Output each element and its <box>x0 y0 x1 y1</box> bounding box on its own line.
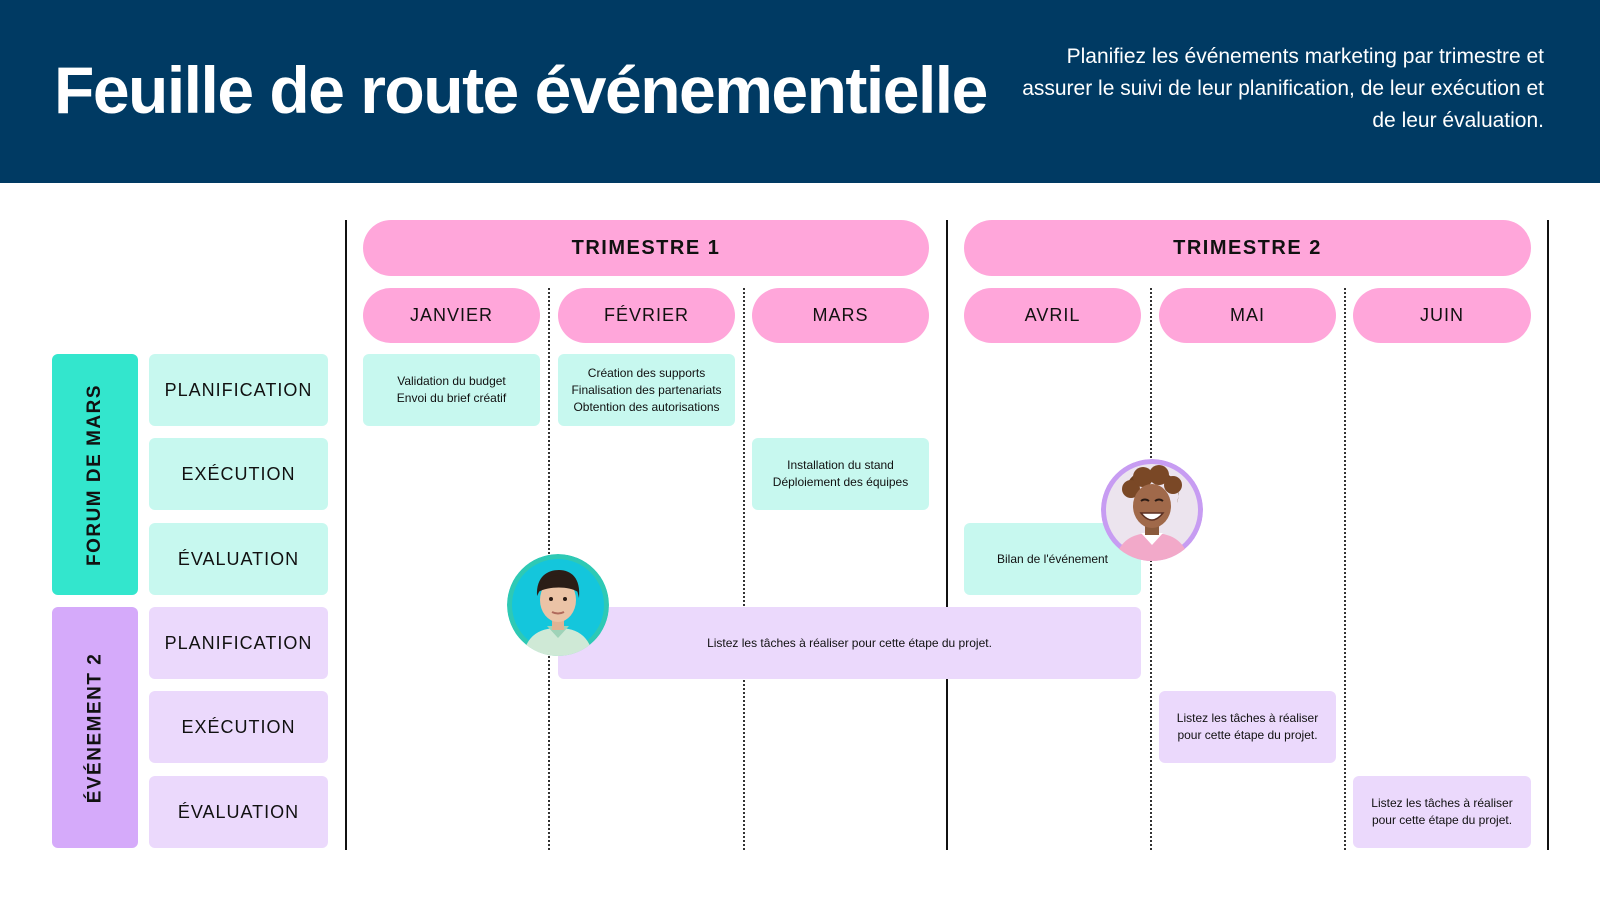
task-line: pour cette étape du projet. <box>1177 728 1318 742</box>
task-line: Envoi du brief créatif <box>396 391 507 405</box>
avatar-woman <box>507 554 609 656</box>
task-line: pour cette étape du projet. <box>1371 813 1513 827</box>
page-title: Feuille de route événementielle <box>54 53 988 127</box>
event-evenement-2: ÉVÉNEMENT 2 <box>52 607 138 848</box>
avatar-man <box>1101 459 1203 561</box>
phase-planification-forum: PLANIFICATION <box>149 354 328 426</box>
avatar-woman-illustration <box>507 554 609 656</box>
task-line: Déploiement des équipes <box>772 475 909 489</box>
phase-execution-event2: EXÉCUTION <box>149 691 328 763</box>
quarter-1-header: TRIMESTRE 1 <box>363 220 929 276</box>
event-forum-de-mars: FORUM DE MARS <box>52 354 138 595</box>
phase-evaluation-event2: ÉVALUATION <box>149 776 328 848</box>
task-line: Validation du budget <box>397 374 506 388</box>
page-subtitle: Planifiez les événements marketing par t… <box>1022 45 1544 132</box>
month-february: FÉVRIER <box>558 288 735 343</box>
grid-line-apr-may <box>1150 288 1152 850</box>
month-april: AVRIL <box>964 288 1141 343</box>
month-may: MAI <box>1159 288 1336 343</box>
task-card-may-execution[interactable]: Listez les tâches à réaliser pour cette é… <box>1159 691 1336 763</box>
quarter-2-header: TRIMESTRE 2 <box>964 220 1531 276</box>
month-june: JUIN <box>1353 288 1531 343</box>
phase-evaluation-forum: ÉVALUATION <box>149 523 328 595</box>
grid-line-end <box>1547 220 1549 850</box>
task-line: Finalisation des partenariats <box>571 382 722 397</box>
grid-line-start <box>345 220 347 850</box>
task-line: Listez les tâches à réaliser <box>1371 796 1513 810</box>
task-card-june-evaluation[interactable]: Listez les tâches à réaliser pour cette é… <box>1353 776 1531 848</box>
grid-line-quarter-divider <box>946 220 948 850</box>
event-label: FORUM DE MARS <box>84 383 105 566</box>
phase-execution-forum: EXÉCUTION <box>149 438 328 510</box>
task-line: Création des supports <box>587 365 706 380</box>
task-line: Obtention des autorisations <box>573 399 720 414</box>
phase-planification-event2: PLANIFICATION <box>149 607 328 679</box>
header-banner <box>0 0 1600 183</box>
task-card-event2-planning[interactable]: Listez les tâches à réaliser pour cette … <box>558 607 1141 679</box>
task-line: Bilan de l'événement <box>996 551 1109 566</box>
event-label: ÉVÉNEMENT 2 <box>84 652 105 803</box>
month-january: JANVIER <box>363 288 540 343</box>
task-line: Listez les tâches à réaliser pour cette … <box>707 635 992 650</box>
grid-line-may-jun <box>1344 288 1346 850</box>
month-march: MARS <box>752 288 929 343</box>
grid-line-feb-mar <box>743 288 745 850</box>
task-line: Listez les tâches à réaliser <box>1176 711 1319 725</box>
task-line: Installation du stand <box>787 458 894 472</box>
avatar-man-illustration <box>1101 459 1203 561</box>
